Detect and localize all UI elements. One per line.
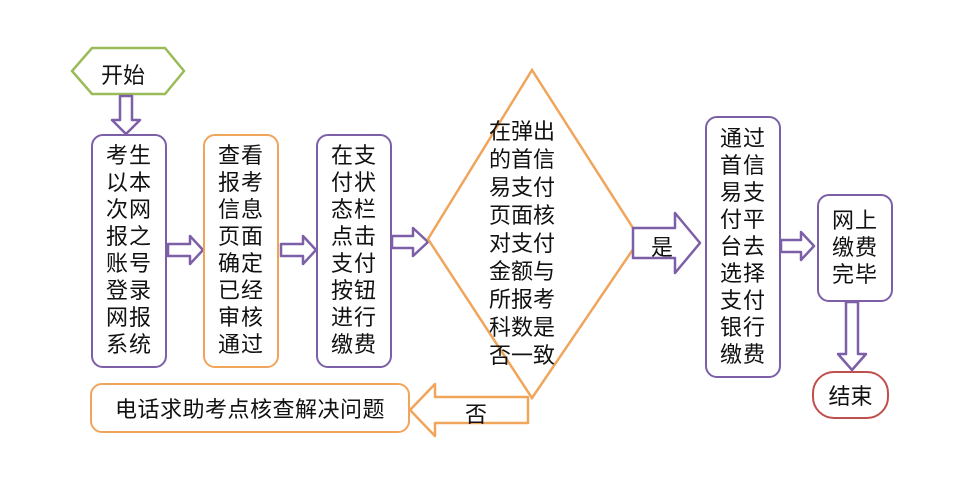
no-label: 否 xyxy=(465,403,488,428)
help-hotline-text: 电话求助考点核查解决问题 xyxy=(114,398,385,423)
step-click-pay-text: 在支 付状 态栏 点击 支付 按钮 进行 缴费 xyxy=(330,144,377,358)
help-hotline-box: 电话求助考点核查解决问题 xyxy=(90,383,410,433)
arrow-start-to-step1 xyxy=(110,94,142,136)
arrow-step1-to-step2 xyxy=(166,234,205,266)
decision-text: 在弹出 的首信 易支付 页面核 对支付 金额与 所报考 科数是 否一致 xyxy=(489,120,556,369)
decision-diamond xyxy=(426,67,642,401)
step-select-bank-text: 通过 首信 易支 付平 台去 选择 支付 银行 缴费 xyxy=(719,126,766,368)
end-terminal: 结束 xyxy=(812,371,889,419)
arrow-step5-to-end xyxy=(836,300,868,372)
step-check-info-box: 查看 报考 信息 页面 确定 已经 审核 通过 xyxy=(203,134,279,368)
end-label: 结束 xyxy=(828,385,873,410)
step-payment-complete-box: 网上 缴费 完毕 xyxy=(817,194,893,302)
step-login-box: 考生 以本 次网 报之 账号 登录 网报 系统 xyxy=(91,134,167,368)
step-click-pay-box: 在支 付状 态栏 点击 支付 按钮 进行 缴费 xyxy=(316,134,392,368)
step-payment-complete-text: 网上 缴费 完毕 xyxy=(831,208,878,288)
start-shape xyxy=(70,46,186,96)
arrow-no xyxy=(408,382,530,438)
arrow-step2-to-step3 xyxy=(279,234,318,266)
yes-label: 是 xyxy=(651,236,674,261)
arrow-yes xyxy=(631,211,702,275)
step-login-text: 考生 以本 次网 报之 账号 登录 网报 系统 xyxy=(105,144,152,358)
arrow-step3-to-decision xyxy=(390,226,430,258)
step-select-bank-box: 通过 首信 易支 付平 台去 选择 支付 银行 缴费 xyxy=(705,116,781,378)
arrow-step4-to-step5 xyxy=(779,230,816,262)
step-check-info-text: 查看 报考 信息 页面 确定 已经 审核 通过 xyxy=(217,144,264,358)
start-label: 开始 xyxy=(101,64,146,89)
